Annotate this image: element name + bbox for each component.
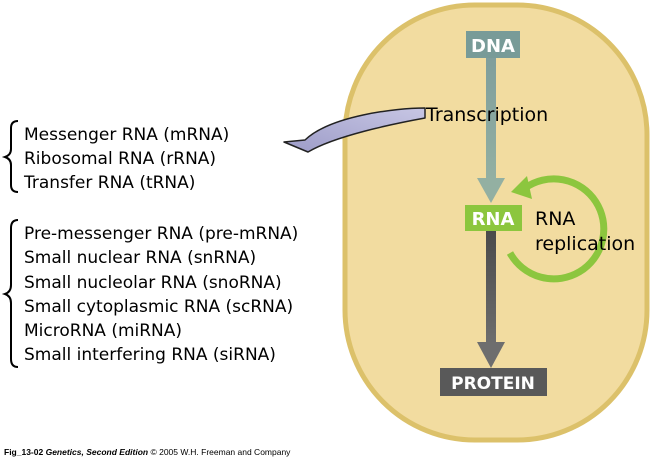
list-item: Small nucleolar RNA (snoRNA) xyxy=(24,273,282,293)
list-item: Pre-messenger RNA (pre-mRNA) xyxy=(24,224,298,244)
list-item: Messenger RNA (mRNA) xyxy=(24,125,229,145)
figure-caption: Fig_13-02 Genetics, Second Edition © 200… xyxy=(4,447,290,457)
rna-replication-arrow xyxy=(506,175,608,283)
protein-box: PROTEIN xyxy=(440,368,547,396)
dna-to-rna-arrow xyxy=(477,57,505,203)
brace-group-2 xyxy=(1,219,19,368)
curved-arrow-to-rna-list xyxy=(283,107,426,153)
list-item: Small nuclear RNA (snRNA) xyxy=(24,248,256,268)
rna-to-protein-arrow xyxy=(477,230,505,368)
rna-label: RNA xyxy=(472,209,515,230)
rna-list-group-1: Messenger RNA (mRNA) Ribosomal RNA (rRNA… xyxy=(23,125,229,193)
protein-label: PROTEIN xyxy=(451,374,535,394)
list-item: Small cytoplasmic RNA (scRNA) xyxy=(24,297,293,317)
rna-list-group-2: Pre-messenger RNA (pre-mRNA) Small nucle… xyxy=(24,224,298,365)
transcription-label: Transcription xyxy=(425,104,548,126)
dna-box: DNA xyxy=(466,31,520,58)
rna-replication-label-line1: RNA xyxy=(535,208,575,230)
list-item: Small interfering RNA (siRNA) xyxy=(24,345,276,365)
rna-replication-label-line2: replication xyxy=(535,233,635,255)
list-item: MicroRNA (miRNA) xyxy=(24,321,182,341)
list-item: Transfer RNA (tRNA) xyxy=(23,173,195,193)
brace-group-1 xyxy=(1,120,19,193)
list-item: Ribosomal RNA (rRNA) xyxy=(24,149,216,169)
rna-box: RNA xyxy=(465,205,522,231)
caption-fig-id: Fig_13-02 xyxy=(4,447,44,457)
caption-publisher: © 2005 W.H. Freeman and Company xyxy=(150,447,291,457)
dna-label: DNA xyxy=(471,36,515,57)
caption-book-title: Genetics, Second Edition xyxy=(45,447,149,457)
